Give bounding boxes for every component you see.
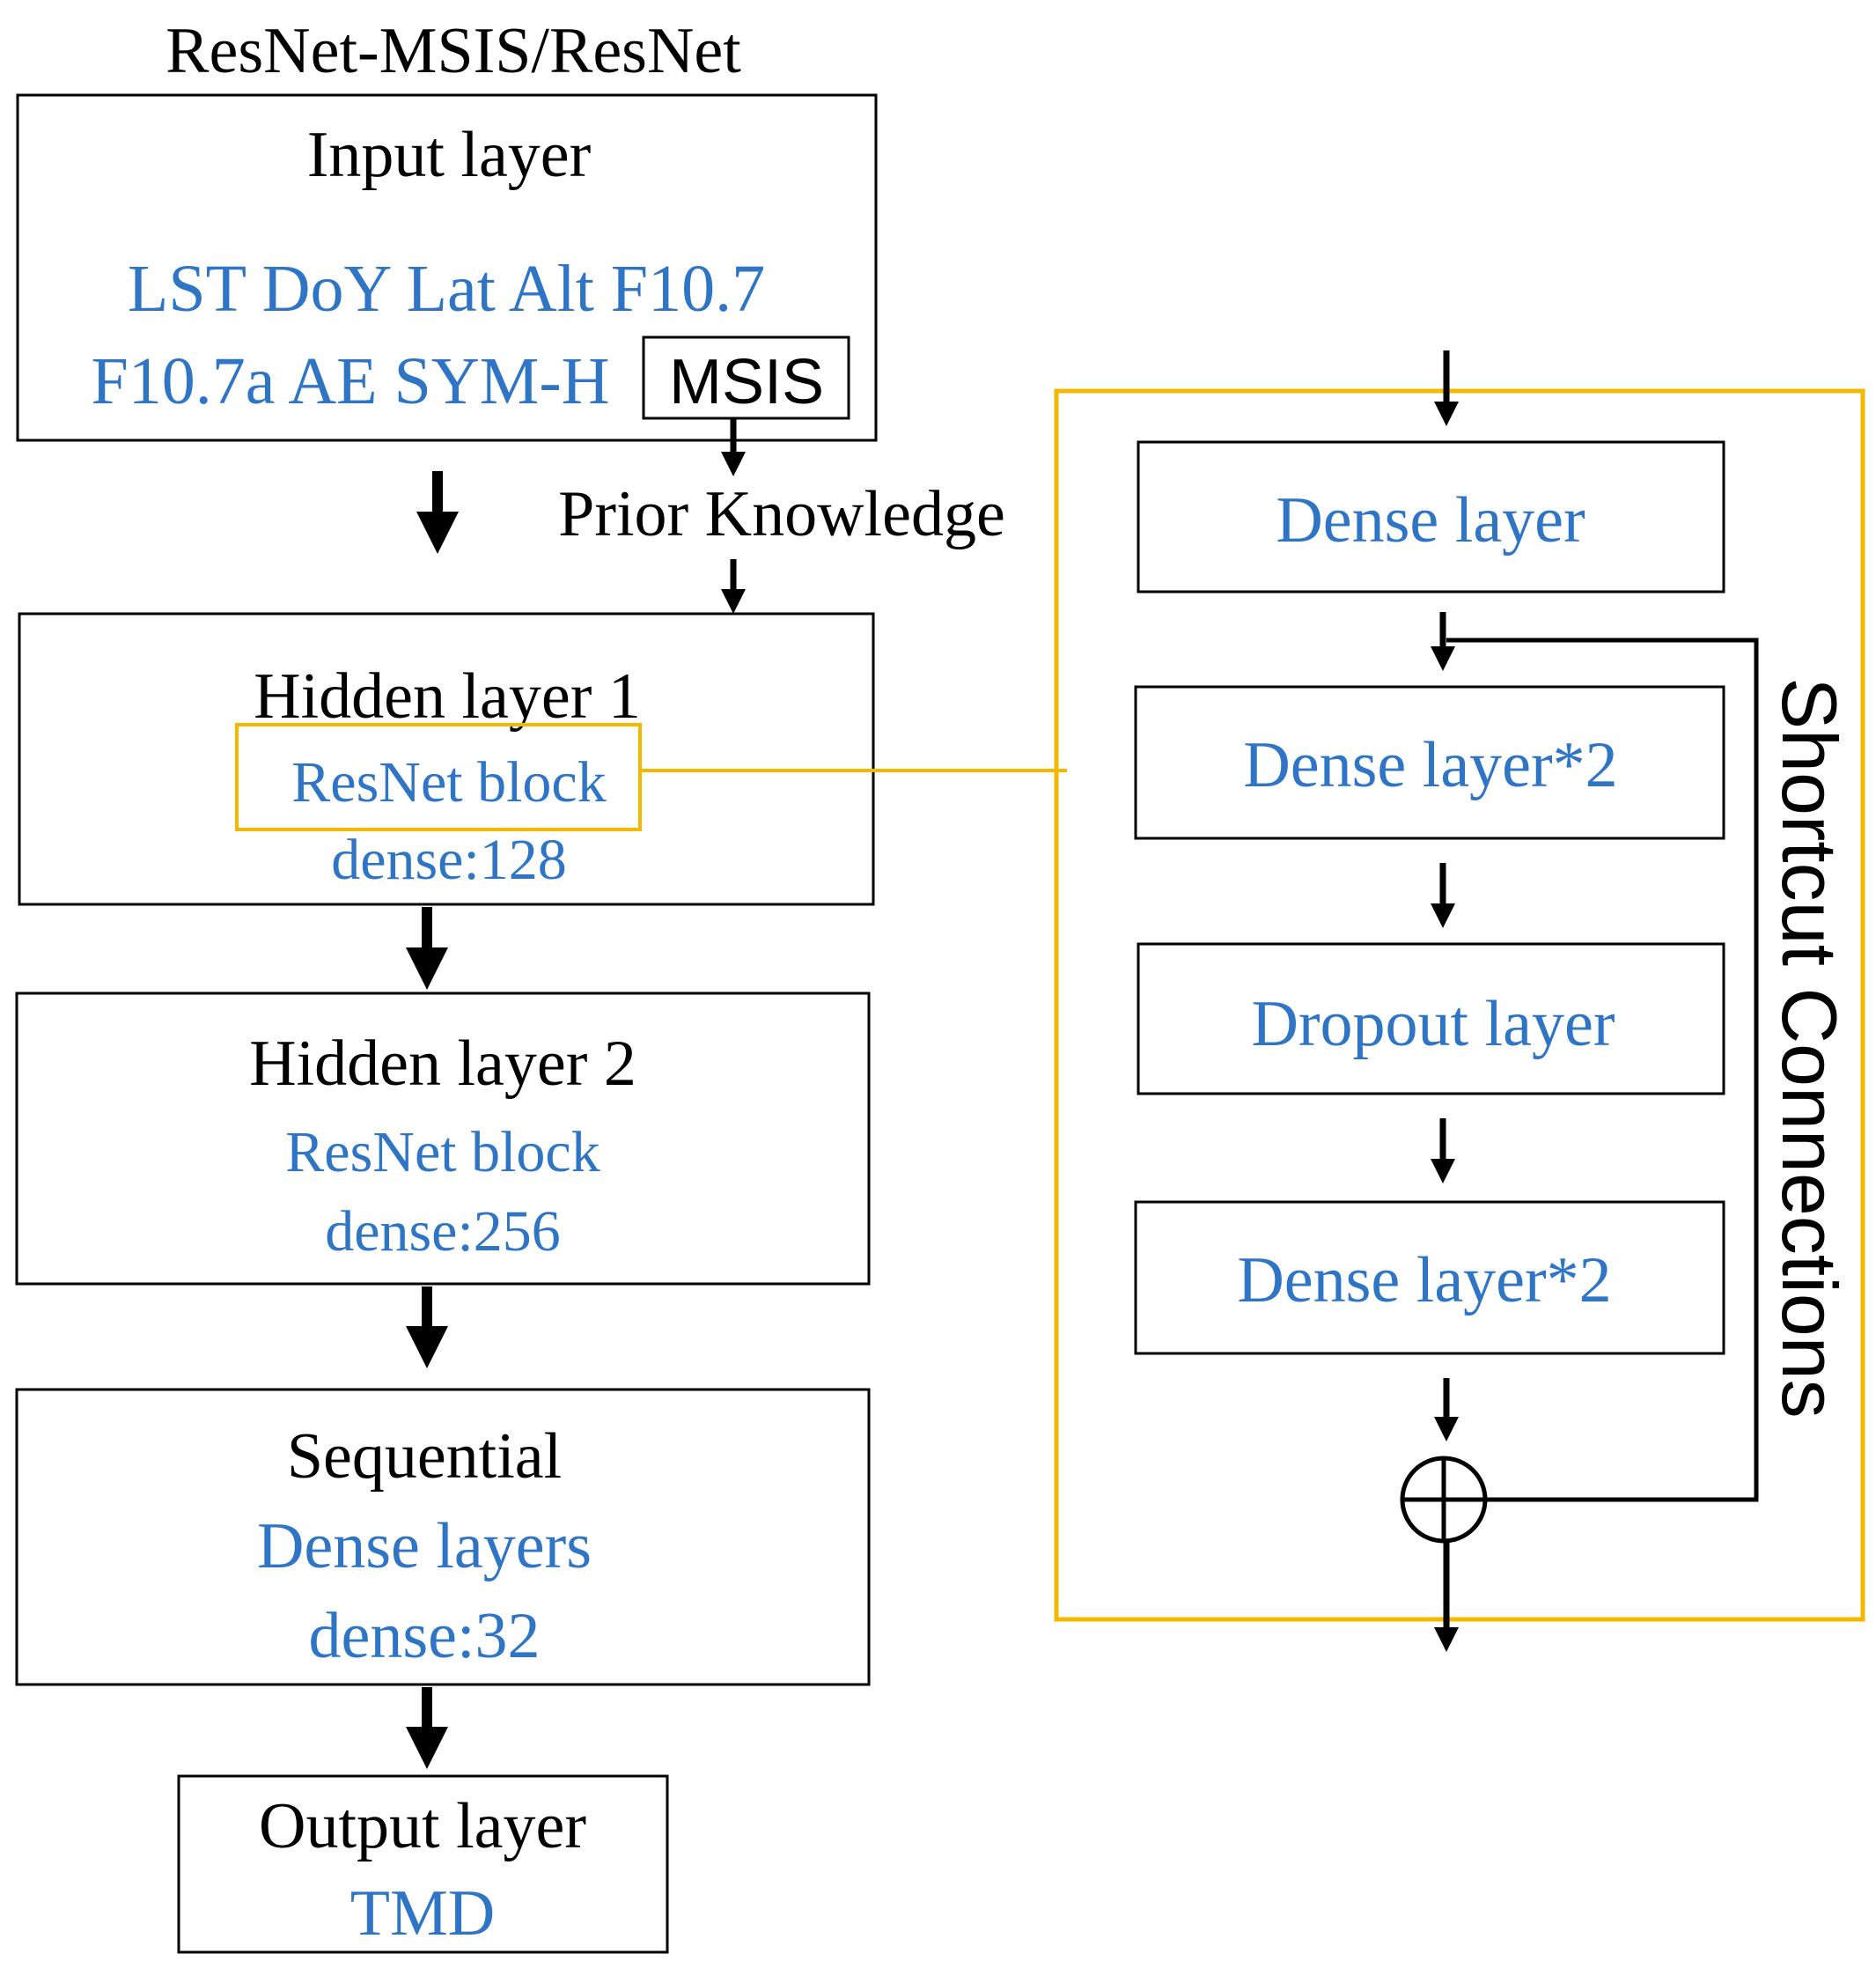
output-layer-heading: Output layer <box>259 1790 586 1862</box>
detail-dense-layer-box <box>1137 440 1725 593</box>
sequential-units: dense:32 <box>308 1600 540 1672</box>
output-layer-value: TMD <box>350 1877 495 1950</box>
sequential-box <box>15 1388 871 1686</box>
diagram-title: ResNet-MSIS/ResNet <box>166 15 741 87</box>
shortcut-connection-line <box>1446 638 1759 1502</box>
shortcut-connections-label: Shortcut Connections <box>1766 677 1853 1418</box>
msis-label: MSIS <box>669 347 824 417</box>
detail-dense-layer-x2-label-a: Dense layer*2 <box>1243 729 1617 801</box>
output-layer-box <box>177 1774 669 1954</box>
hidden-layer-2-heading: Hidden layer 2 <box>249 1028 636 1100</box>
detail-dense-layer-x2-box-b <box>1134 1200 1725 1355</box>
hidden-layer-1-box <box>18 612 875 906</box>
detail-dropout-layer-label: Dropout layer <box>1251 988 1615 1060</box>
hidden-layer-2-units: dense:256 <box>325 1199 561 1264</box>
hidden-layer-2-box <box>15 992 871 1286</box>
input-features-line-1: LST DoY Lat Alt F10.7 <box>128 252 765 326</box>
input-features-line-2: F10.7a AE SYM-H <box>91 344 609 418</box>
msis-box <box>642 335 850 420</box>
hidden-layer-1-heading: Hidden layer 1 <box>254 660 641 733</box>
detail-dropout-layer-box <box>1137 942 1725 1095</box>
resnet-block-detail-frame <box>1054 388 1865 1622</box>
detail-dense-layer-x2-label-b: Dense layer*2 <box>1237 1244 1611 1316</box>
hidden-layer-1-block: ResNet block <box>291 750 606 815</box>
prior-knowledge-label: Prior Knowledge <box>558 478 1005 550</box>
hidden-layer-1-units: dense:128 <box>331 828 567 892</box>
hidden-layer-2-block: ResNet block <box>285 1120 600 1184</box>
hidden-layer-1-resnet-highlight <box>235 723 642 831</box>
sequential-block: Dense layers <box>257 1510 592 1582</box>
sequential-heading: Sequential <box>287 1420 562 1493</box>
detail-dense-layer-x2-box-a <box>1134 685 1725 840</box>
detail-dense-layer-label: Dense layer <box>1276 484 1585 557</box>
input-layer-heading: Input layer <box>307 119 592 191</box>
